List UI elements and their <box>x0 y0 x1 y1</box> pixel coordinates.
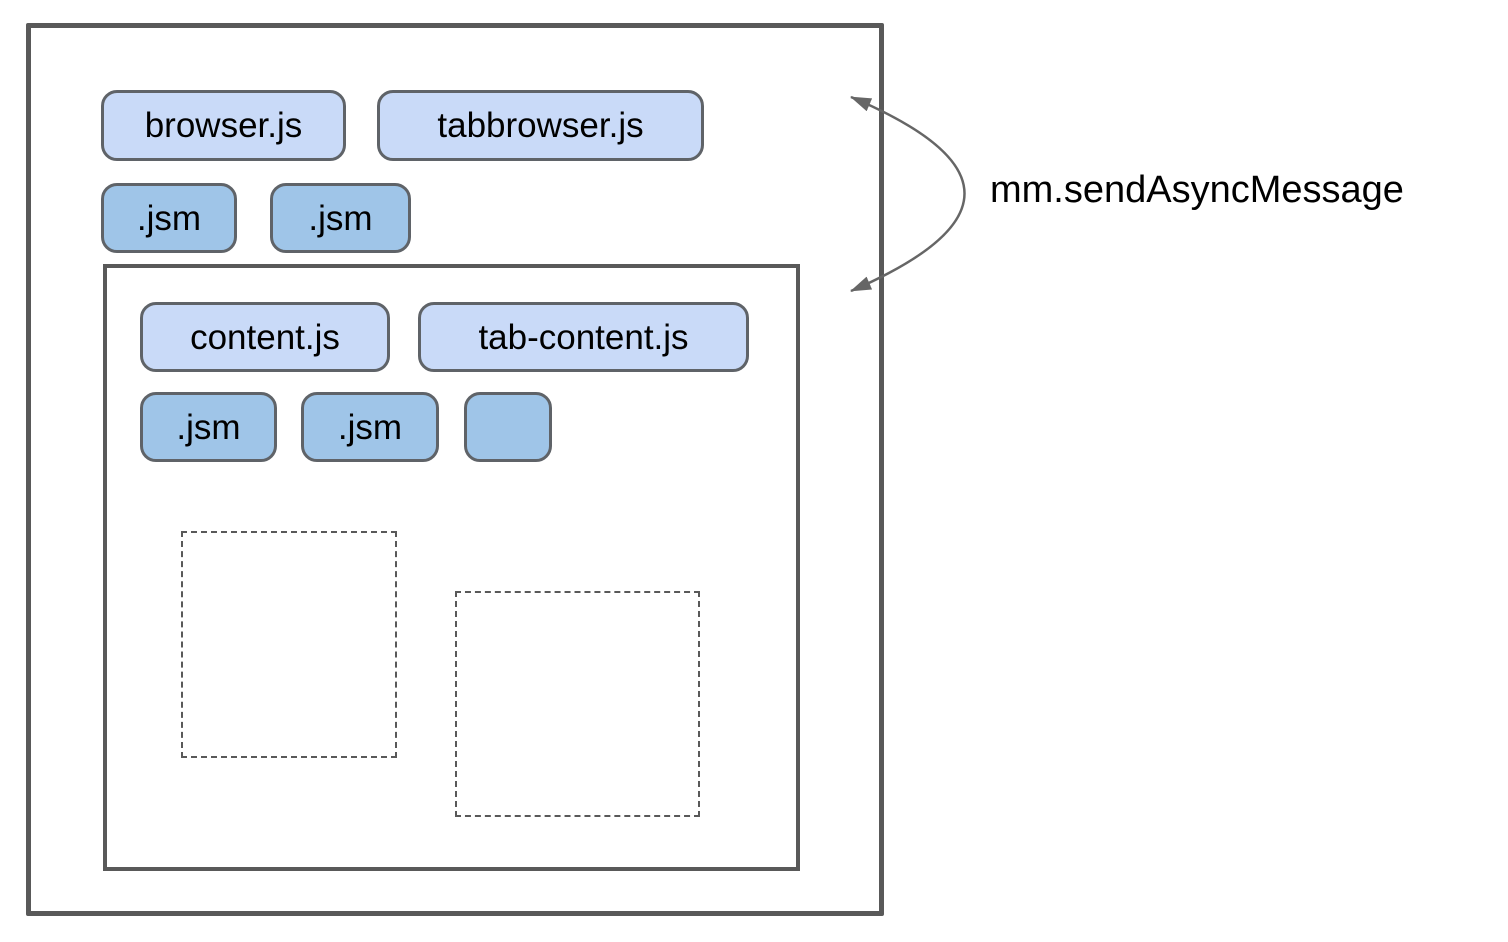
chrome-jsm-pill-1: .jsm <box>101 183 237 253</box>
placeholder-dashed-box-2 <box>455 591 700 817</box>
content-process-box: content.js tab-content.js .jsm .jsm <box>103 264 800 871</box>
content-jsm-pill-1: .jsm <box>140 392 277 462</box>
content-jsm-pill-empty <box>464 392 552 462</box>
tab-content-js-label: tab-content.js <box>478 317 689 357</box>
tab-content-js-pill: tab-content.js <box>418 302 749 372</box>
content-jsm-pill-2: .jsm <box>301 392 439 462</box>
browser-js-label: browser.js <box>144 106 303 145</box>
arrow-label: mm.sendAsyncMessage <box>990 169 1404 211</box>
tabbrowser-js-label: tabbrowser.js <box>437 106 644 145</box>
content-jsm-label-1: .jsm <box>176 407 241 447</box>
placeholder-dashed-box-1 <box>181 531 397 758</box>
content-jsm-label-2: .jsm <box>337 407 403 447</box>
chrome-process-box: browser.js tabbrowser.js .jsm .jsm conte… <box>26 23 884 916</box>
chrome-jsm-label-1: .jsm <box>136 198 202 238</box>
content-js-pill: content.js <box>140 302 390 372</box>
tabbrowser-js-pill: tabbrowser.js <box>377 90 704 161</box>
content-js-label: content.js <box>190 317 340 357</box>
chrome-jsm-label-2: .jsm <box>308 198 373 238</box>
browser-js-pill: browser.js <box>101 90 346 161</box>
chrome-jsm-pill-2: .jsm <box>270 183 411 253</box>
